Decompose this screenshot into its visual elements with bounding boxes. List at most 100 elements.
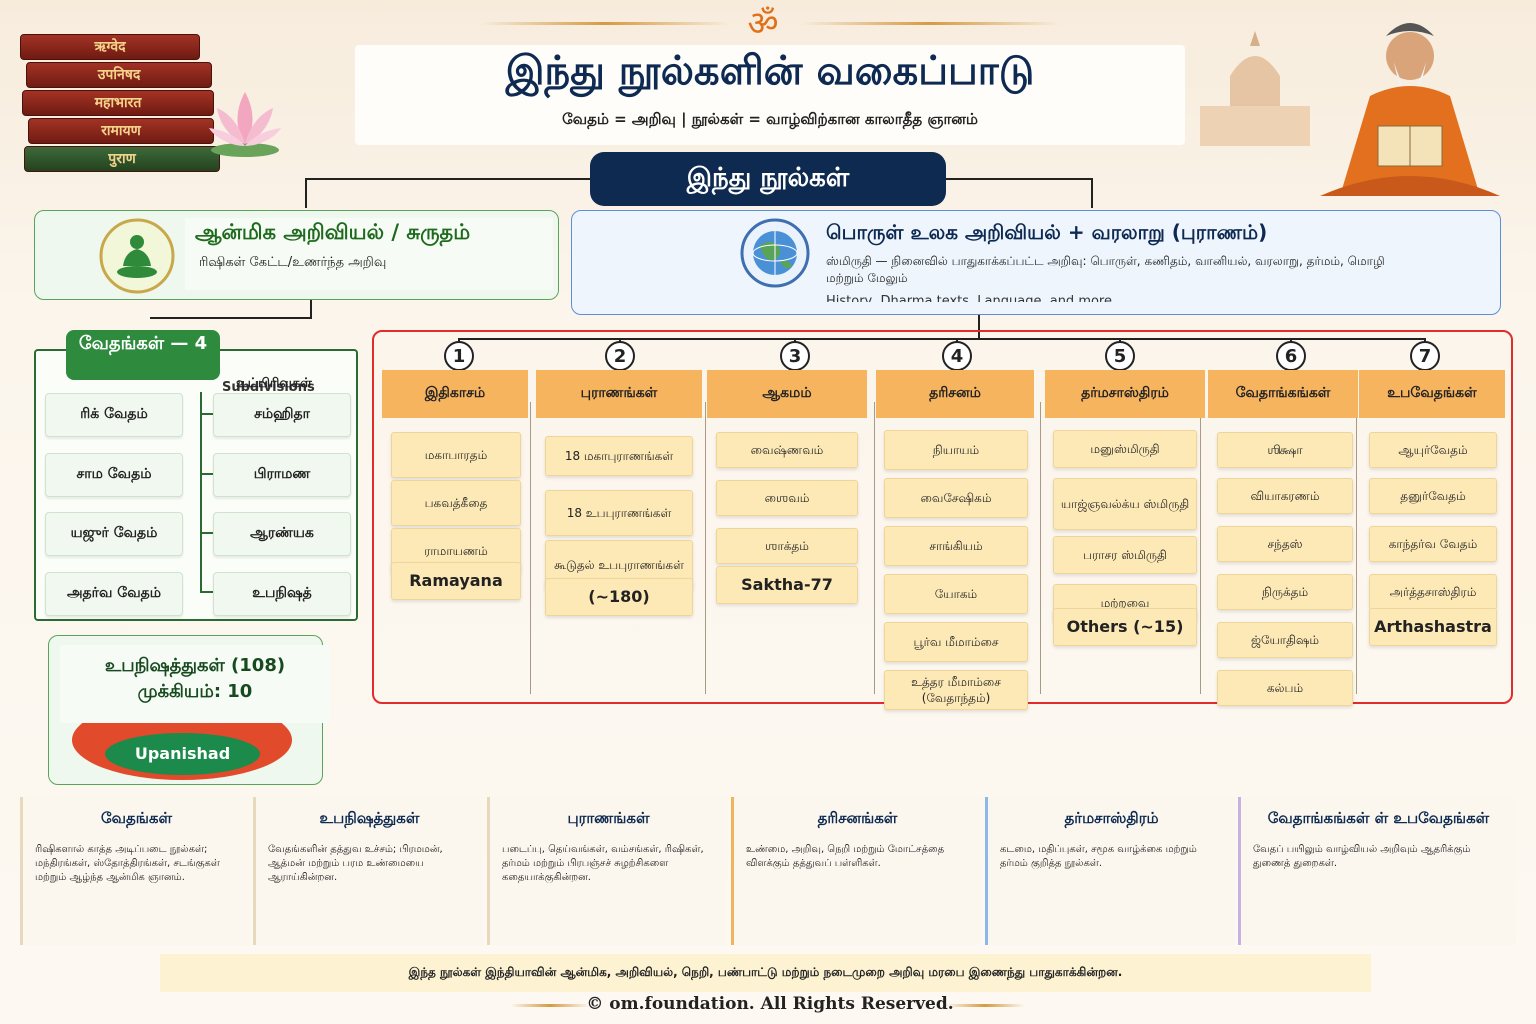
veda-rig: ரிக் வேதம் — [45, 393, 183, 437]
vedas-heading: வேதங்கள் — 4 — [66, 330, 220, 380]
category-item: சந்தஸ் — [1217, 526, 1353, 562]
summary-card: உபநிஷத்துகள் வேதங்களின் தத்துவ உச்சம்; பி… — [253, 797, 483, 945]
book-1: ऋग्वेद — [20, 34, 200, 60]
book-2: उपनिषद — [26, 62, 212, 88]
book-4: रामायण — [28, 118, 214, 144]
category-item: வைசேஷிகம் — [884, 478, 1028, 518]
summary-card-title: உபநிஷத்துகள் — [319, 809, 420, 827]
connector — [310, 300, 312, 318]
root-node: இந்து நூல்கள் — [590, 152, 946, 206]
summary-card-description: வேதப் பயிலும் வாழ்வியல் அறிவும் ஆதரிக்கு… — [1253, 844, 1471, 869]
category-item: வியாகரணம் — [1217, 478, 1353, 514]
ornament-left — [480, 22, 730, 25]
worldly-card-subtitle: ஸ்மிருதி — நினைவில் பாதுகாக்கப்பட்ட அறிவ… — [826, 254, 1385, 285]
footer-note: இந்த நூல்கள் இந்தியாவின் ஆன்மிக, அறிவியல… — [160, 954, 1371, 992]
category-item: தனுர்வேதம் — [1369, 478, 1497, 514]
category-item: யோகம் — [884, 574, 1028, 614]
category-heading: இதிகாசம் — [382, 370, 528, 418]
category-item: மகாபாரதம் — [391, 432, 521, 478]
ornament-right — [800, 22, 1060, 25]
category-item: சாங்கியம் — [884, 526, 1028, 566]
summary-card-description: ரிஷிகளால் காத்த அடிப்படை நூல்கள்; மந்திர… — [35, 844, 220, 883]
summary-card-title: வேதங்கள் — [100, 809, 173, 827]
category-number: 5 — [1105, 341, 1135, 371]
upanishads-principal: முக்கியம்: 10 — [137, 681, 253, 702]
category-item-tail: (~180) — [545, 578, 693, 616]
category-number: 7 — [1410, 341, 1440, 371]
worldly-card-overlap-text: History, Dharma texts, Language, and mor… — [826, 294, 1117, 302]
summary-card-description: படைப்பு, தெய்வங்கள், வம்சங்கள், ரிஷிகள்,… — [502, 844, 704, 883]
category-number: 3 — [780, 341, 810, 371]
connector — [305, 178, 591, 180]
summary-card-title: தரிசனங்கள் — [817, 809, 898, 827]
page-title: இந்து நூல்களின் வகைப்பாடு — [505, 48, 1035, 94]
connector — [1091, 178, 1093, 208]
connector — [946, 178, 1092, 180]
connector — [200, 591, 214, 593]
summary-card-description: வேதங்களின் தத்துவ உச்சம்; பிரமமன், ஆத்மன… — [268, 844, 443, 883]
category-item: ஶாக்தம் — [716, 528, 858, 564]
summary-card-title: வேதாங்கங்கள் ள் உபவேதங்கள் — [1267, 809, 1490, 827]
connector — [978, 315, 980, 339]
category-item: ஆயுர்வேதம் — [1369, 432, 1497, 468]
veda-sama: சாம வேதம் — [45, 453, 183, 497]
category-item-tail: Others (~15) — [1053, 608, 1197, 646]
column-divider — [705, 402, 706, 694]
upanishad-badge: Upanishad — [105, 733, 260, 775]
upanishads-total: உபநிஷத்துகள் (108) — [104, 655, 286, 676]
connector — [200, 392, 202, 592]
category-heading: வேதாங்கங்கள் — [1208, 370, 1358, 418]
category-item: நிருக்தம் — [1217, 574, 1353, 610]
connector — [200, 532, 214, 534]
category-item: யாஜ்ஞவல்க்ய ஸ்மிருதி — [1053, 478, 1197, 530]
category-item-tail: Ramayana — [391, 562, 521, 600]
category-item: 18 உபபுராணங்கள் — [545, 490, 693, 536]
connector — [150, 317, 312, 319]
category-number: 4 — [942, 341, 972, 371]
book-5: पुराण — [24, 146, 220, 172]
veda-yajur: யஜுர் வேதம் — [45, 512, 183, 556]
category-item: ஶிக்ஷா — [1217, 432, 1353, 468]
summary-card: தரிசனங்கள் உண்மை, அறிவு, நெறி மற்றும் மோட… — [731, 797, 981, 945]
category-item-tail: Arthashastra — [1369, 608, 1497, 646]
category-item: வைஷ்ணவம் — [716, 432, 858, 468]
category-item: ஜ்யோதிஷம் — [1217, 622, 1353, 658]
column-divider — [1356, 402, 1357, 694]
category-number: 1 — [444, 341, 474, 371]
subdivision-upanishad: உபநிஷத் — [213, 572, 351, 616]
category-item: ஶைவம் — [716, 480, 858, 516]
summary-card-title: புராணங்கள் — [567, 809, 650, 827]
connector — [200, 473, 214, 475]
om-icon: ॐ — [747, 4, 779, 44]
column-divider — [1040, 402, 1041, 694]
column-divider — [874, 402, 875, 694]
temple-icon — [1200, 31, 1310, 146]
summary-card-title: தர்மசாஸ்திரம் — [1064, 809, 1159, 827]
category-item: பூர்வ மீமாம்சை — [884, 622, 1028, 662]
summary-card: புராணங்கள் படைப்பு, தெய்வங்கள், வம்சங்கள்… — [487, 797, 727, 945]
summary-card: தர்மசாஸ்திரம்கடமை, மதிப்புகள், சமூக வாழ்… — [985, 797, 1235, 945]
category-heading: தர்மசாஸ்திரம் — [1045, 370, 1205, 418]
worldly-card-title: பொருள் உலக அறிவியல் + வரலாறு (புராணம்) — [826, 220, 1268, 244]
category-item: பராசர ஸ்மிருதி — [1053, 536, 1197, 574]
veda-atharva: அதர்வ வேதம் — [45, 572, 183, 616]
category-item: நியாயம் — [884, 430, 1028, 470]
subdivision-aranyaka: ஆரண்யக — [213, 512, 351, 556]
category-heading: ஆகமம் — [707, 370, 867, 418]
column-divider — [1200, 402, 1201, 694]
category-number: 6 — [1276, 341, 1306, 371]
category-heading: புராணங்கள் — [536, 370, 702, 418]
category-item: 18 மகாபுராணங்கள் — [545, 436, 693, 476]
summary-card: வேதங்கள் ரிஷிகளால் காத்த அடிப்படை நூல்கள்… — [20, 797, 250, 945]
category-item-tail: Saktha-77 — [716, 566, 858, 604]
subdivisions-heading: உட்பிரிவுகள் — [236, 376, 312, 391]
page-subtitle: வேதம் = அறிவு | நூல்கள் = வாழ்விற்கான கா… — [562, 110, 978, 128]
books-stack-image: ऋग्वेद उपनिषद महाभारत रामायण पुराण — [20, 28, 230, 178]
title-panel — [355, 45, 1185, 145]
summary-card-description: உண்மை, அறிவு, நெறி மற்றும் மோட்சத்தை விள… — [746, 844, 945, 869]
globe-icon — [740, 218, 810, 288]
subdivisions-ghost-label: Subdivisions — [222, 380, 315, 395]
lotus-icon — [209, 92, 281, 157]
upanishads-count: உபநிஷத்துகள் (108) முக்கியம்: 10 — [60, 645, 330, 723]
category-item: அர்த்தசாஸ்திரம் — [1369, 574, 1497, 610]
